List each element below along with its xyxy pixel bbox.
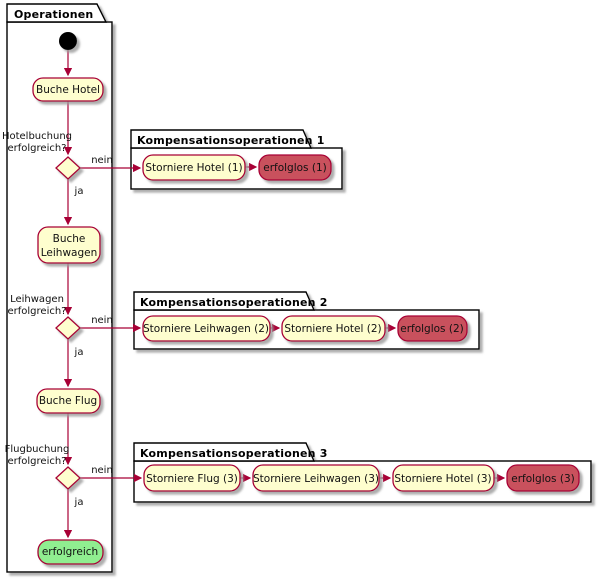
frame3-step-storniere-leihwagen: Storniere Leihwagen (3): [252, 464, 380, 492]
decision2-nein-label: nein: [91, 315, 113, 326]
frame3-step2-shape: [252, 464, 380, 492]
frame3-tab: [133, 442, 316, 462]
activity-buche-leihwagen-label-2: Leihwagen: [41, 247, 98, 259]
frame2-step-storniere-hotel: Storniere Hotel (2): [281, 315, 386, 342]
frame3-step-storniere-flug: Storniere Flug (3): [143, 464, 241, 492]
activity-erfolgreich-shape: [37, 539, 104, 565]
decision1-nein-label: nein: [91, 155, 113, 166]
frame3-step1-shape: [143, 464, 241, 492]
frame3-step1-label: Storniere Flug (3): [146, 473, 238, 485]
decision1-labels: Hotelbuchung erfolgreich? nein ja: [2, 131, 113, 197]
frame2-title: Kompensationsoperationen 2: [140, 296, 328, 309]
decision3-labels: Flugbuchung erfolgreich? nein ja: [5, 444, 113, 508]
frame3-fail-node: erfolglos (3): [506, 464, 580, 492]
decision1-ja-label: ja: [74, 186, 84, 197]
frame1-step-storniere-hotel: Storniere Hotel (1): [142, 154, 246, 181]
partition-tab: [6, 3, 108, 23]
decision3-question-1: Flugbuchung: [5, 444, 70, 455]
decision3-ja-label: ja: [74, 497, 84, 508]
activity-buche-leihwagen-label-1: Buche: [53, 233, 86, 245]
frame3-fail-label: erfolglos (3): [511, 473, 575, 485]
activity-erfolgreich: erfolgreich: [37, 539, 104, 565]
frame2-fail-label: erfolglos (2): [400, 323, 464, 335]
start-node: [59, 32, 77, 50]
frame3-title: Kompensationsoperationen 3: [140, 447, 328, 460]
flow-arrows: [63, 50, 506, 539]
frame2-fail-shape: [397, 315, 468, 342]
frame2-tab: [133, 291, 316, 311]
frame1-fail-shape: [258, 154, 332, 181]
decision3-diamond: [55, 466, 81, 490]
frame2-step1-shape: [142, 315, 271, 342]
decision2-diamond: [55, 316, 81, 340]
activity-buche-leihwagen-shape: [37, 226, 101, 264]
partition-title: Operationen: [14, 8, 93, 21]
decision2-labels: Leihwagen erfolgreich? nein ja: [8, 294, 113, 358]
decision1-question-1: Hotelbuchung: [2, 131, 72, 142]
activity-buche-flug-label: Buche Flug: [39, 395, 97, 407]
frame2-step1-label: Storniere Leihwagen (2): [143, 323, 269, 335]
decision1-diamond: [55, 156, 81, 180]
frame1-tab: [130, 129, 313, 149]
decision2-ja-label: ja: [74, 347, 84, 358]
decision2-question-1: Leihwagen: [10, 294, 64, 305]
activity-buche-leihwagen: Buche Leihwagen: [37, 226, 101, 264]
frame3-step3-label: Storniere Hotel (3): [394, 473, 491, 485]
activity-buche-hotel-shape: [32, 77, 104, 102]
frame2-step2-label: Storniere Hotel (2): [284, 323, 381, 335]
decision1-question-2: erfolgreich?: [8, 143, 67, 154]
frame2-step-storniere-leihwagen: Storniere Leihwagen (2): [142, 315, 271, 342]
activity-erfolgreich-label: erfolgreich: [42, 546, 98, 558]
frame1-title: Kompensationsoperationen 1: [137, 134, 325, 147]
decision2-question-2: erfolgreich?: [8, 306, 67, 317]
frame1-step1-label: Storniere Hotel (1): [145, 162, 242, 174]
activity-buche-hotel: Buche Hotel: [32, 77, 104, 102]
activity-buche-hotel-label: Buche Hotel: [36, 84, 100, 96]
frame1-fail-label: erfolglos (1): [263, 162, 327, 174]
decision3-question-2: erfolgreich?: [8, 456, 67, 467]
frame2-step2-shape: [281, 315, 386, 342]
frame1-step1-shape: [142, 154, 246, 181]
frame3-step3-shape: [392, 464, 495, 492]
frame3-fail-shape: [506, 464, 580, 492]
activity-buche-flug: Buche Flug: [36, 388, 101, 414]
decision3-nein-label: nein: [91, 465, 113, 476]
frame3-step2-label: Storniere Leihwagen (3): [253, 473, 379, 485]
frame1-fail-node: erfolglos (1): [258, 154, 332, 181]
activity-buche-flug-shape: [36, 388, 101, 414]
frame2-fail-node: erfolglos (2): [397, 315, 468, 342]
frame3-step-storniere-hotel: Storniere Hotel (3): [392, 464, 495, 492]
